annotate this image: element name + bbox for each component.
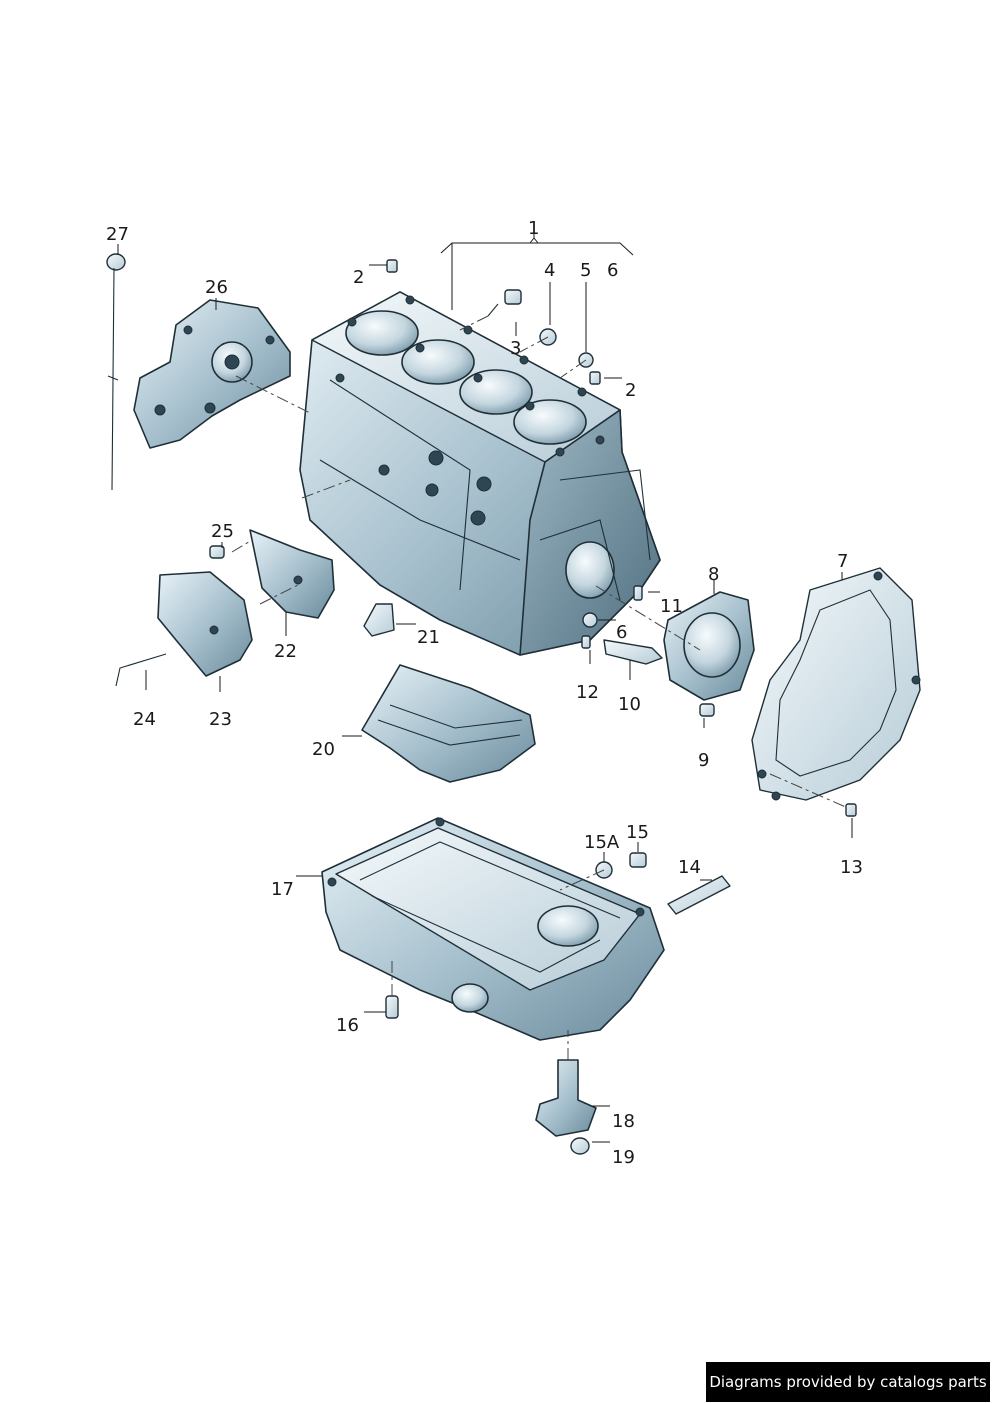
callout-2-top: 2	[353, 267, 364, 288]
callout-24: 24	[133, 709, 156, 730]
oil-spray-jet	[603, 639, 663, 665]
callout-6-lower: 6	[616, 622, 627, 643]
callout-16: 16	[336, 1015, 359, 1036]
callout-8: 8	[708, 564, 719, 585]
callout-11: 11	[660, 596, 683, 617]
oil-drain-plug	[629, 852, 647, 868]
callout-9: 9	[698, 750, 709, 771]
pin-11	[633, 585, 643, 601]
dowel-6-lower	[582, 612, 598, 628]
callout-22: 22	[274, 641, 297, 662]
callout-17: 17	[271, 879, 294, 900]
callout-5: 5	[580, 260, 591, 281]
cylinder-block	[299, 291, 661, 656]
callout-2-right: 2	[625, 380, 636, 401]
bolt-16	[385, 995, 399, 1019]
callout-3: 3	[510, 338, 521, 359]
intermediate-plate-gasket	[751, 567, 921, 801]
assembly-lines	[231, 315, 849, 1060]
bolt-9	[699, 703, 715, 717]
sealant-tube	[667, 875, 731, 915]
sensor-21	[363, 603, 395, 637]
callout-10: 10	[618, 694, 641, 715]
callout-18: 18	[612, 1111, 635, 1132]
callout-4: 4	[544, 260, 555, 281]
callout-6-top: 6	[607, 260, 618, 281]
callout-15a: 15A	[584, 832, 620, 853]
oil-baffle-plate	[157, 571, 253, 677]
oil-pickup-pipe	[535, 1059, 597, 1137]
callout-1: 1	[528, 218, 539, 239]
windage-tray	[361, 664, 536, 783]
dowel-sleeve-right	[589, 371, 601, 385]
callout-12: 12	[576, 682, 599, 703]
oil-pump-housing	[133, 299, 291, 449]
callout-23: 23	[209, 709, 232, 730]
callout-25: 25	[211, 521, 234, 542]
callout-14: 14	[678, 857, 701, 878]
sealing-flange	[663, 591, 755, 701]
callout-15: 15	[626, 822, 649, 843]
callout-7: 7	[837, 551, 848, 572]
credit-banner: Diagrams provided by catalogs parts	[706, 1362, 990, 1402]
oil-pan	[321, 817, 665, 1041]
breather-hose	[115, 653, 167, 687]
credit-text: Diagrams provided by catalogs parts	[709, 1373, 987, 1391]
oil-spray-cover	[249, 529, 335, 619]
cylinder-head-bolt	[487, 289, 522, 317]
callout-21: 21	[417, 627, 440, 648]
callout-26: 26	[205, 277, 228, 298]
nut-19	[570, 1137, 590, 1155]
callout-19: 19	[612, 1147, 635, 1168]
leader-lines	[117, 232, 853, 1143]
pin-12	[581, 635, 591, 649]
dowel-sleeve-top	[386, 259, 398, 273]
callout-27: 27	[106, 224, 129, 245]
callout-labels: 1 2 3 4 5 6 2 27 26 25 22 21 23 24 20 11…	[106, 218, 863, 1168]
callout-20: 20	[312, 739, 335, 760]
bolt-25	[209, 545, 225, 559]
oil-dipstick	[106, 253, 126, 491]
dowel-13	[845, 803, 857, 817]
callout-13: 13	[840, 857, 863, 878]
